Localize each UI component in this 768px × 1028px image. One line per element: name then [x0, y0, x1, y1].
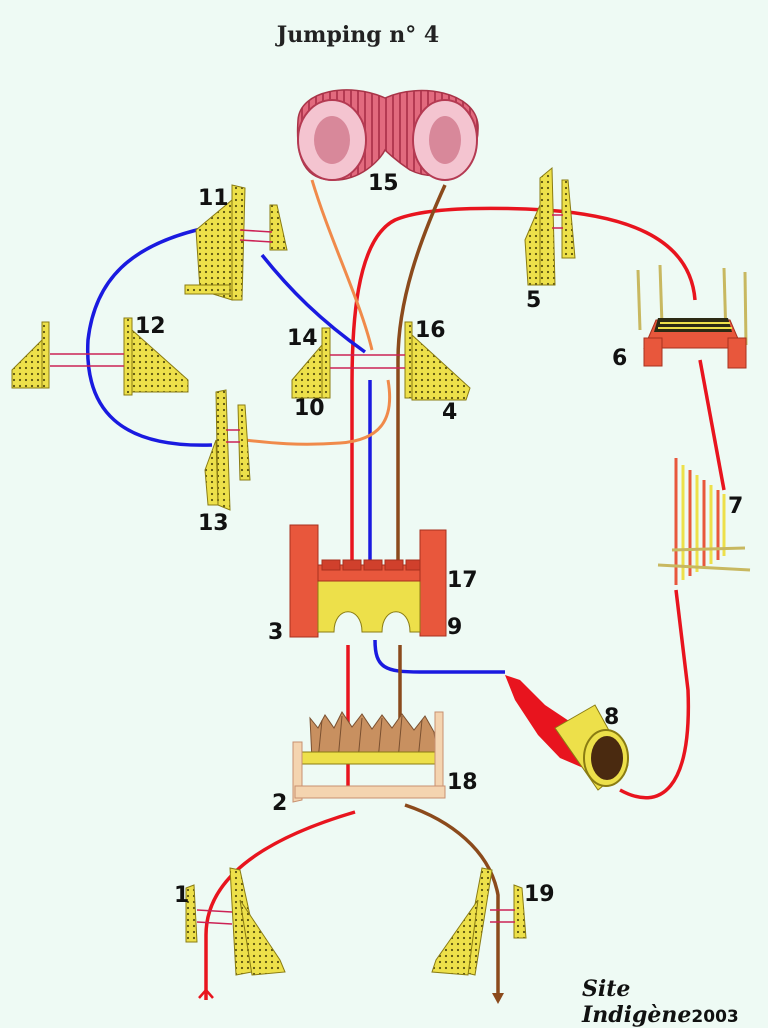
- hurdle-icon: [204, 389, 251, 511]
- hurdle-icon: [185, 867, 286, 976]
- signature-year: 2003: [691, 1007, 739, 1027]
- obstacle-label-8: 8: [604, 705, 620, 730]
- obstacle-label-4: 4: [442, 400, 458, 425]
- brush-jump-icon: [292, 711, 446, 803]
- diagram-title: Jumping n° 4: [276, 22, 440, 48]
- obstacle-label-5: 5: [526, 288, 542, 313]
- obstacle-label-15: 15: [368, 171, 399, 196]
- signature-text: Site Indigène: [582, 976, 692, 1028]
- wall-icon: [289, 524, 447, 638]
- tunnel-icon: [296, 89, 479, 181]
- obstacle-label-14: 14: [287, 326, 318, 351]
- path-blue: [85, 226, 505, 674]
- weave-poles-icon: [657, 458, 751, 585]
- start-arrow-icon: [198, 988, 214, 999]
- obstacle-label-13: 13: [198, 511, 229, 536]
- obstacle-label-6: 6: [612, 346, 628, 371]
- signature: Site Indigène2003: [582, 976, 768, 1028]
- path-red: [204, 206, 726, 1000]
- obstacle-label-7: 7: [728, 494, 744, 519]
- obstacle-label-18: 18: [447, 770, 478, 795]
- chute-icon: [505, 675, 629, 791]
- obstacle-label-9: 9: [447, 615, 463, 640]
- obstacle-label-19: 19: [524, 882, 555, 907]
- hurdle-icon: [291, 321, 471, 401]
- finish-arrow-icon: [492, 993, 504, 1004]
- hurdle-icon: [11, 317, 189, 396]
- obstacle-label-2: 2: [272, 791, 288, 816]
- table-icon: [636, 264, 748, 369]
- hurdle-icon: [524, 166, 576, 286]
- obstacle-label-16: 16: [415, 318, 446, 343]
- path-orange: [244, 179, 392, 446]
- obstacle-label-1: 1: [174, 883, 190, 908]
- obstacle-label-10: 10: [294, 396, 325, 421]
- obstacle-label-12: 12: [135, 314, 166, 339]
- obstacle-label-17: 17: [447, 568, 478, 593]
- obstacle-label-3: 3: [268, 620, 284, 645]
- hurdle-icon: [184, 184, 288, 301]
- obstacle-label-11: 11: [198, 186, 229, 211]
- hurdle-icon: [431, 867, 527, 976]
